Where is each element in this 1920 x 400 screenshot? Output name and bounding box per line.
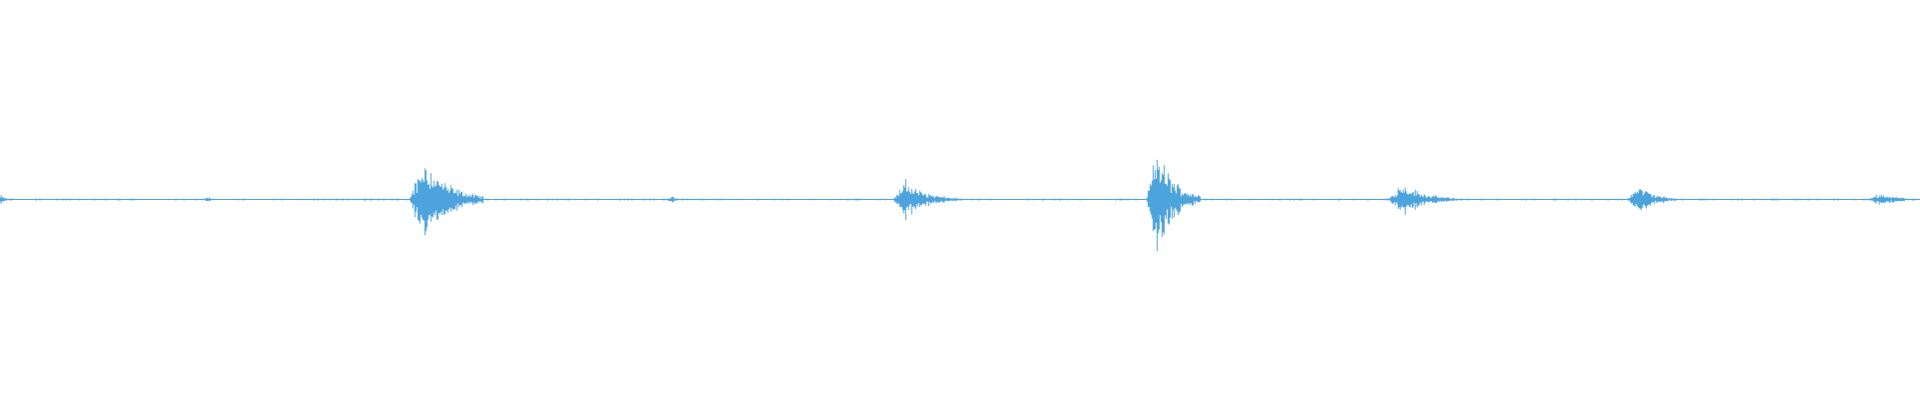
waveform-burst-3 [409,168,484,236]
waveform-noise-path [0,197,1913,202]
waveform-speckle [0,197,1913,202]
waveform-burst-3-path [409,168,484,236]
